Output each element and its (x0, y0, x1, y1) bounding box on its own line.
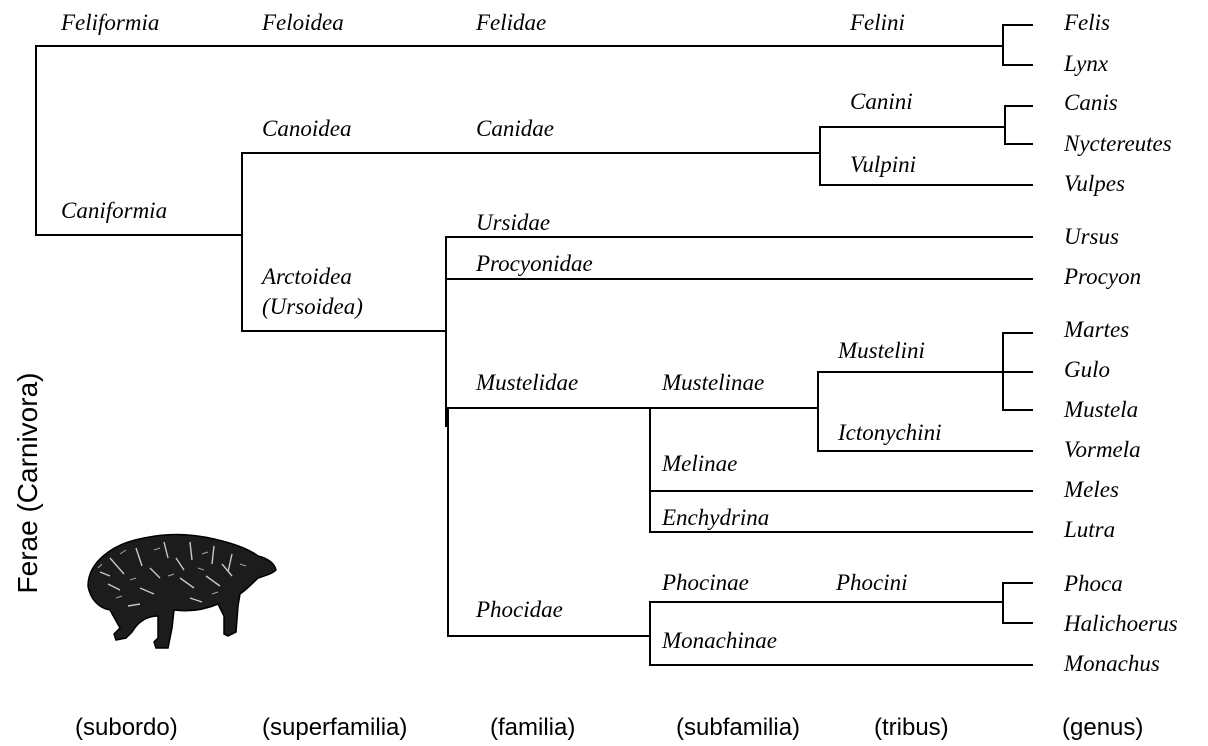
genus-label: Felis (1064, 10, 1110, 35)
label-monachinae: Monachinae (662, 628, 777, 653)
label-ursidae: Ursidae (476, 210, 551, 235)
genus-label: Vulpes (1064, 171, 1125, 196)
genus-label: Monachus (1064, 651, 1160, 676)
rank-label: (superfamilia) (262, 714, 408, 741)
label-procyonidae: Procyonidae (476, 251, 593, 276)
label-melinae: Melinae (662, 451, 738, 476)
label-vulpini: Vulpini (850, 152, 917, 177)
genus-label: Phoca (1064, 571, 1123, 596)
rank-label: (subordo) (75, 714, 178, 741)
genus-label: Nyctereutes (1064, 131, 1172, 156)
label-phocini: Phocini (836, 570, 908, 595)
label-mustelidae: Mustelidae (476, 370, 579, 395)
label-canoidea: Canoidea (262, 116, 352, 141)
genus-label: Lynx (1064, 51, 1109, 76)
genus-label: Ursus (1064, 224, 1119, 249)
label-felidae: Felidae (476, 10, 547, 35)
label-feliformia: Feliformia (61, 10, 160, 35)
rank-label: (genus) (1062, 714, 1144, 741)
label-canidae: Canidae (476, 116, 554, 141)
label-felini: Felini (850, 10, 905, 35)
label-ictonychini: Ictonychini (838, 420, 942, 445)
label-mustelini: Mustelini (838, 338, 925, 363)
bear-illustration (87, 533, 277, 649)
rank-label: (tribus) (874, 714, 949, 741)
genus-label: Mustela (1064, 397, 1139, 422)
genus-label: Vormela (1064, 437, 1141, 462)
label-feloidea: Feloidea (262, 10, 344, 35)
label-mustelinae: Mustelinae (662, 370, 765, 395)
label-canini: Canini (850, 89, 913, 114)
label-ursoidea: (Ursoidea) (262, 294, 363, 319)
genus-label: Meles (1064, 477, 1119, 502)
label-phocinae: Phocinae (662, 570, 749, 595)
label-caniformia: Caniformia (61, 198, 168, 223)
genus-label: Gulo (1064, 357, 1110, 382)
label-arctoidea: Arctoidea (262, 264, 352, 289)
rank-label: (familia) (490, 714, 576, 741)
genus-label: Procyon (1064, 264, 1142, 289)
diagram-title: Ferae (Carnivora) (12, 372, 43, 594)
genus-label: Lutra (1064, 517, 1116, 542)
rank-label: (subfamilia) (676, 714, 801, 741)
genus-label: Canis (1064, 90, 1118, 115)
genus-label: Halichoerus (1064, 611, 1178, 636)
genus-label: Martes (1064, 317, 1130, 342)
label-phocidae: Phocidae (476, 597, 563, 622)
label-enchydrina: Enchydrina (662, 505, 770, 530)
